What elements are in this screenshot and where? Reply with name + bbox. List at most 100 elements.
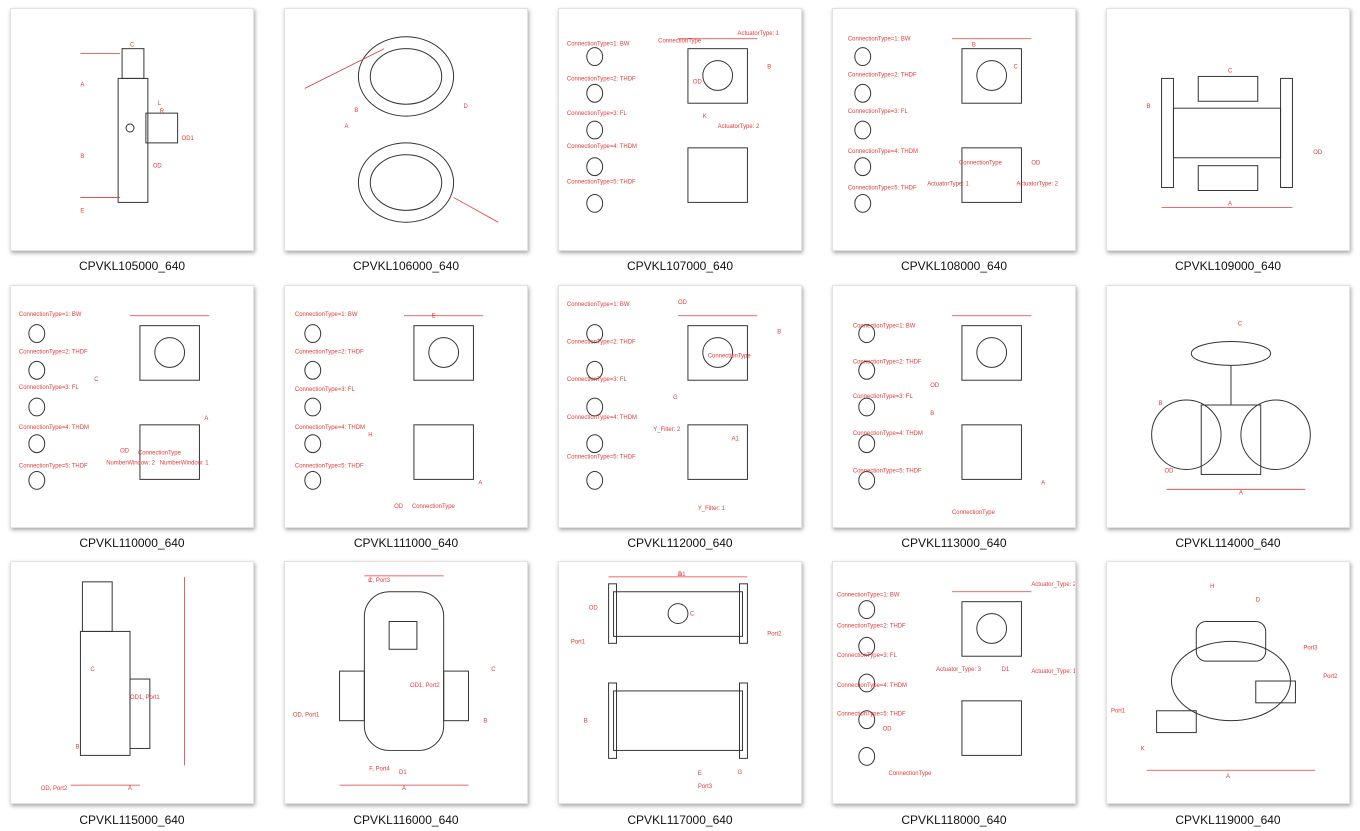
drawing-label: H	[368, 433, 372, 439]
drawing-label: C	[130, 43, 135, 49]
drawing-label: C	[1014, 65, 1019, 71]
drawing-label: ConnectionType	[952, 510, 996, 516]
drawing-label: ActuatorType: 1	[927, 182, 969, 188]
drawing-label: NumberWindow: 2	[106, 461, 155, 467]
thumbnail-tile[interactable]: ConnectionType=1: BW ConnectionType=2: TH…	[558, 8, 802, 251]
drawing-label: Port2	[767, 631, 781, 637]
thumbnail-caption[interactable]: CPVKL110000_640	[79, 536, 185, 550]
thumbnail-caption[interactable]: CPVKL114000_640	[1175, 536, 1281, 550]
drawing-label: B	[777, 330, 781, 336]
thumbnail-caption[interactable]: CPVKL112000_640	[627, 536, 733, 550]
drawing-label: ConnectionType=1: BW	[567, 42, 630, 48]
drawing-label: G	[673, 395, 678, 401]
thumbnail-caption[interactable]: CPVKL118000_640	[901, 813, 1007, 827]
drawing-label: Port1	[571, 639, 586, 645]
drawing-label: A1	[732, 437, 740, 443]
drawing-label: ConnectionType=3: FL	[853, 394, 914, 400]
drawing-label: A	[678, 572, 682, 578]
drawing-label: ConnectionType=5: THDF	[837, 712, 906, 718]
drawing-label: ConnectionType	[708, 353, 752, 359]
drawing-label: D1	[678, 572, 686, 578]
drawing-label: C	[690, 612, 695, 618]
drawing-label: ConnectionType=3: FL	[567, 377, 628, 383]
drawing-label: ConnectionType	[959, 161, 1003, 167]
drawing-label: ConnectionType=4: THDM	[837, 683, 907, 689]
drawing-label: Actuator_Type: 3	[936, 667, 982, 673]
thumbnail-caption[interactable]: CPVKL111000_640	[353, 536, 459, 550]
drawing-label: OD	[693, 79, 702, 85]
drawing-label: OD	[930, 383, 939, 389]
drawing-label: B	[1147, 104, 1151, 110]
drawing-label: C	[491, 667, 496, 673]
drawing-label: Port3	[698, 784, 713, 790]
thumbnail-caption[interactable]: CPVKL106000_640	[352, 259, 460, 273]
drawing-label: ConnectionType	[889, 771, 933, 777]
drawing-label: OD	[589, 606, 598, 612]
thumbnail-caption[interactable]: CPVKL115000_640	[79, 813, 185, 827]
drawing-label: OD, Port2	[41, 786, 67, 792]
drawing-label: OD	[1313, 150, 1322, 156]
drawing-label: ConnectionType=2: THDF	[567, 340, 636, 346]
drawing-label: C, Port3	[368, 578, 390, 584]
drawing-label: Y_Filter: 1	[698, 506, 726, 512]
drawing-label: ConnectionType=4: THDM	[19, 425, 89, 431]
drawing-label: B	[483, 719, 487, 725]
drawing-label: A	[1041, 480, 1045, 486]
cad-drawing-preview: ConnectionType=1: BW ConnectionType=2: TH…	[567, 31, 780, 213]
thumbnail-caption[interactable]: CPVKL116000_640	[353, 813, 459, 827]
drawing-label: ConnectionType=4: THDM	[295, 425, 365, 431]
thumbnail-caption[interactable]: CPVKL107000_640	[626, 259, 734, 273]
thumbnail-caption[interactable]: CPVKL105000_640	[78, 259, 186, 273]
drawing-label: ConnectionType=5: THDF	[295, 463, 364, 469]
drawing-label: L	[158, 101, 162, 107]
drawing-label: OD1, Port1	[130, 695, 160, 701]
drawing-label: C	[90, 667, 95, 673]
drawing-label: D	[464, 104, 468, 110]
drawing-label: A	[402, 786, 406, 792]
drawing-label: H	[1210, 584, 1214, 590]
drawing-label: ConnectionType=3: FL	[848, 109, 909, 115]
drawing-label: ConnectionType=2: THDF	[295, 349, 364, 355]
drawing-label: ConnectionType=5: THDF	[19, 463, 88, 469]
thumbnail-caption[interactable]: CPVKL109000_640	[1174, 259, 1282, 273]
drawing-label: A	[204, 416, 208, 422]
drawing-label: OD	[883, 727, 892, 733]
drawing-label: OD	[678, 300, 687, 306]
drawing-label: Actuator_Type: 1	[1031, 669, 1075, 675]
thumbnail-caption[interactable]: CPVKL119000_640	[1175, 813, 1281, 827]
drawing-label: ConnectionType=5: THDF	[567, 180, 636, 186]
thumbnail-caption[interactable]: CPVKL108000_640	[900, 259, 1008, 273]
drawing-label: B	[767, 65, 771, 71]
drawing-label: ConnectionType=5: THDF	[567, 455, 636, 461]
drawing-label: ConnectionType=2: THDF	[567, 76, 636, 82]
drawing-label: K	[703, 114, 707, 120]
drawing-label: ConnectionType=4: THDM	[848, 149, 918, 155]
thumbnail-caption[interactable]: CPVKL113000_640	[901, 536, 1007, 550]
drawing-label: ConnectionType=2: THDF	[848, 72, 917, 78]
thumbnail-caption[interactable]: CPVKL117000_640	[627, 813, 733, 827]
drawing-label: D1	[1002, 667, 1010, 673]
drawing-label: E	[432, 314, 436, 320]
drawing-label: C	[1238, 322, 1243, 328]
drawing-label: A	[128, 786, 132, 792]
